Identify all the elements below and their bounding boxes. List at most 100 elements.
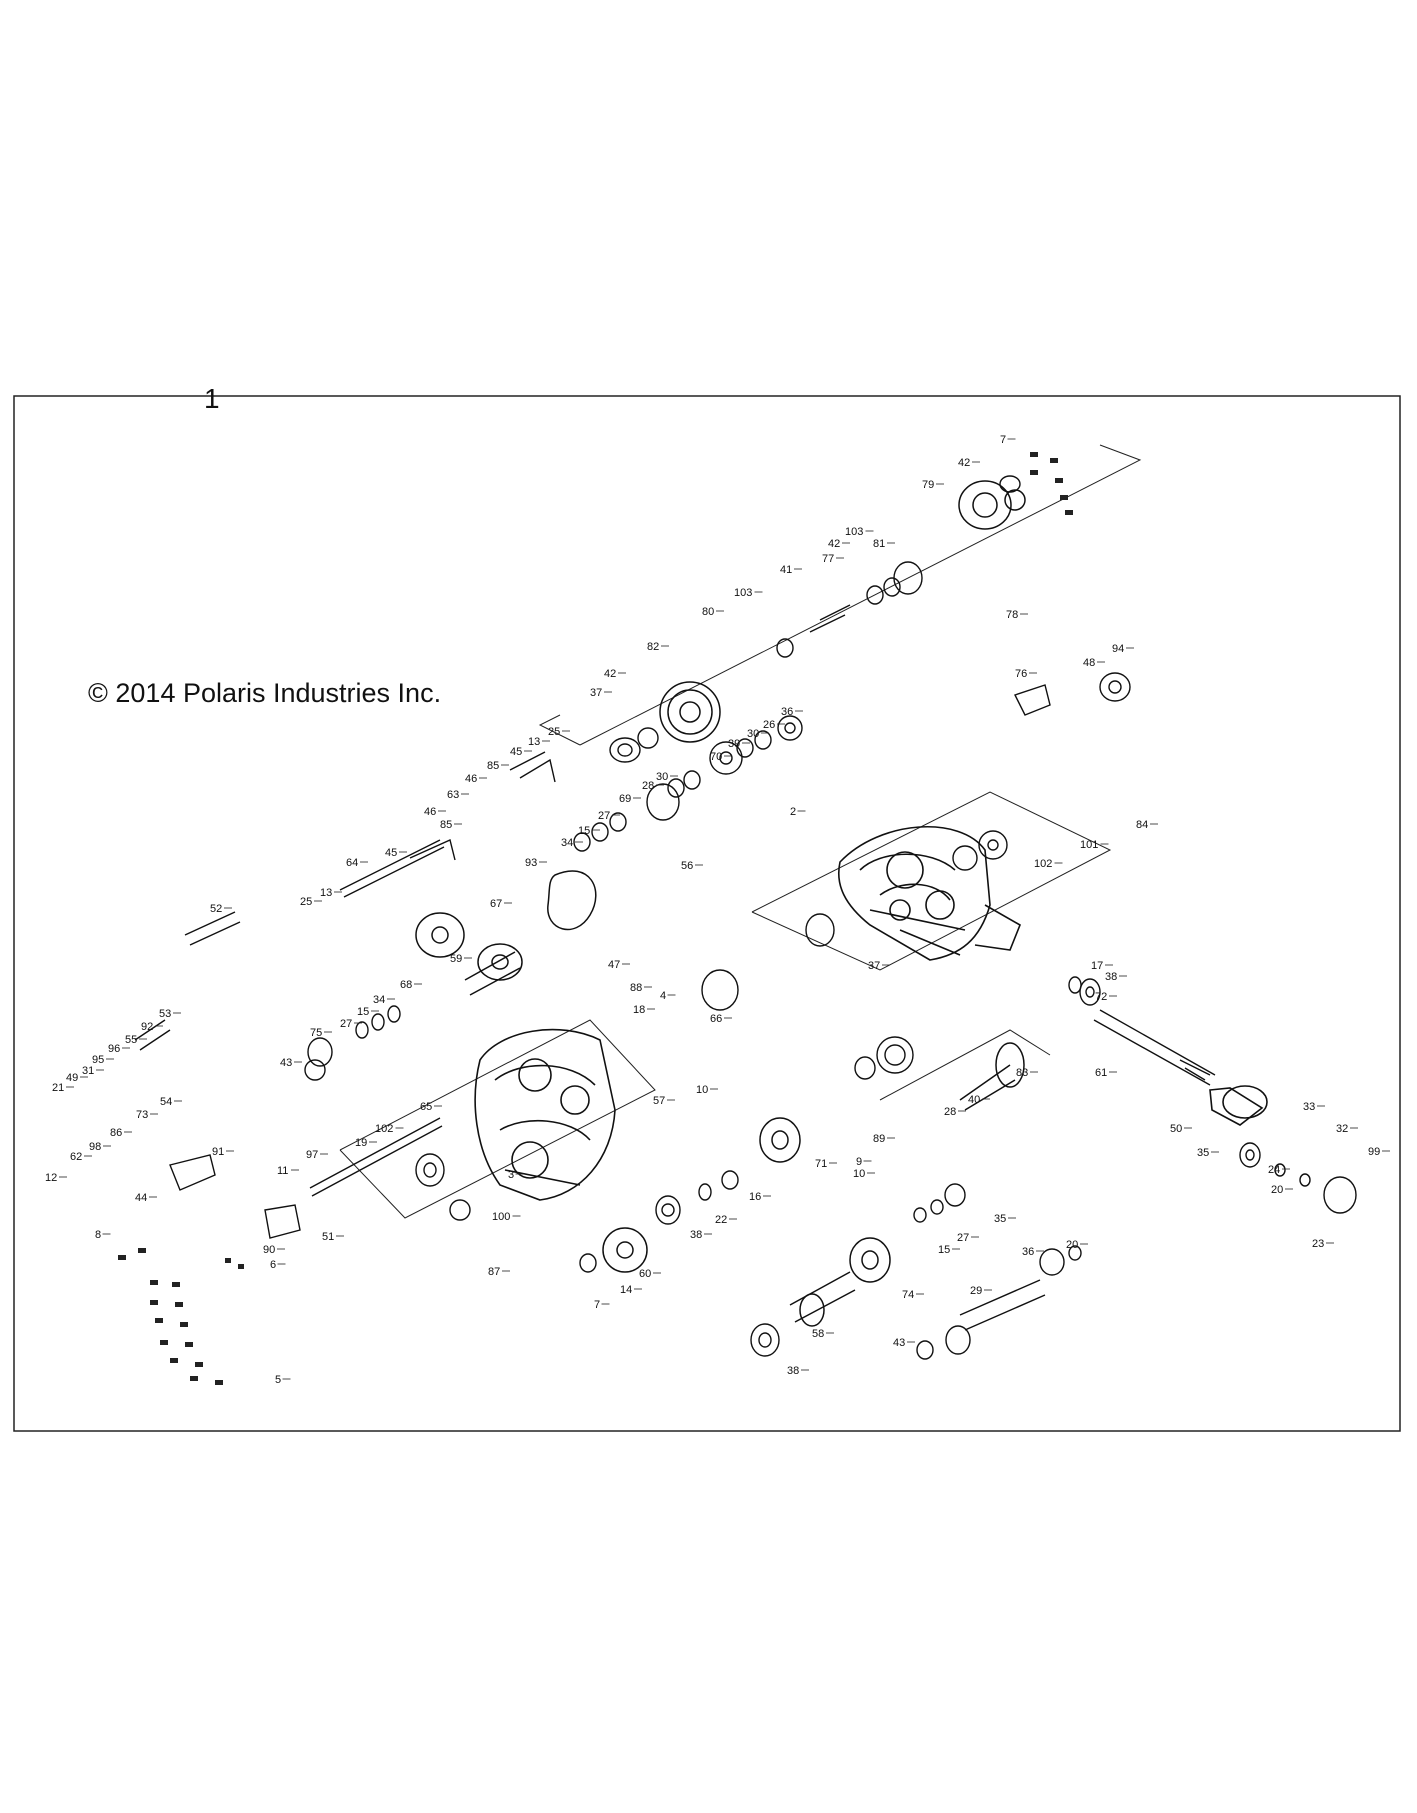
callout-12: 12	[45, 1172, 57, 1184]
callout-40: 40	[968, 1094, 980, 1106]
callout-102: 102	[1034, 858, 1052, 870]
callout-15: 15	[938, 1244, 950, 1256]
gear-82	[659, 681, 721, 743]
callout-57: 57	[653, 1095, 665, 1107]
callout-42: 42	[604, 668, 616, 680]
callout-49: 49	[66, 1072, 78, 1084]
callout-88: 88	[630, 982, 642, 994]
callout-102: 102	[375, 1123, 393, 1135]
callout-73: 73	[136, 1109, 148, 1121]
callout-42: 42	[958, 457, 970, 469]
callout-19: 19	[355, 1137, 367, 1149]
callout-81: 81	[873, 538, 885, 550]
callout-15: 15	[578, 825, 590, 837]
callout-101: 101	[1080, 839, 1098, 851]
drive-hub-50	[1209, 1085, 1268, 1126]
callout-76: 76	[1015, 668, 1027, 680]
chain-belt-93	[547, 870, 597, 931]
callout-44: 44	[135, 1192, 147, 1204]
callout-68: 68	[400, 979, 412, 991]
box-78-left	[538, 714, 581, 746]
box-87	[339, 1019, 656, 1219]
callout-6: 6	[270, 1259, 276, 1271]
callout-60: 60	[639, 1268, 651, 1280]
callout-35: 35	[1197, 1147, 1209, 1159]
callout-51: 51	[322, 1231, 334, 1243]
diff-housing-79	[958, 480, 1026, 530]
callout-25: 25	[548, 726, 560, 738]
subassembly-boxes	[339, 444, 1142, 1219]
callout-78: 78	[1006, 609, 1018, 621]
callout-93: 93	[525, 857, 537, 869]
callout-86: 86	[110, 1127, 122, 1139]
callout-87: 87	[488, 1266, 500, 1278]
callout-84: 84	[1136, 819, 1148, 831]
callout-43: 43	[893, 1337, 905, 1349]
callout-52: 52	[210, 903, 222, 915]
callout-30: 30	[656, 771, 668, 783]
callout-30: 30	[747, 728, 759, 740]
callout-26: 26	[763, 719, 775, 731]
callout-3: 3	[508, 1169, 514, 1181]
callout-74: 74	[902, 1289, 914, 1301]
callout-14: 14	[620, 1284, 632, 1296]
box-84	[751, 791, 1112, 971]
copyright-text: © 2014 Polaris Industries Inc.	[88, 678, 442, 708]
callout-91: 91	[212, 1146, 224, 1158]
callout-62: 62	[70, 1151, 82, 1163]
callout-21: 21	[52, 1082, 64, 1094]
callout-80: 80	[702, 606, 714, 618]
callout-100: 100	[492, 1211, 510, 1223]
callout-37: 37	[590, 687, 602, 699]
callout-38: 38	[690, 1229, 702, 1241]
callout-77: 77	[822, 553, 834, 565]
diagram-border	[13, 395, 1401, 1432]
callout-67: 67	[490, 898, 502, 910]
callout-54: 54	[160, 1096, 172, 1108]
callout-17: 17	[1091, 960, 1103, 972]
callout-59: 59	[450, 953, 462, 965]
callout-31: 31	[82, 1065, 94, 1077]
callout-85: 85	[440, 819, 452, 831]
callout-85: 85	[487, 760, 499, 772]
assembly-number: 1	[204, 383, 220, 414]
callout-24: 24	[1268, 1164, 1280, 1176]
callout-103: 103	[845, 526, 863, 538]
callout-38: 38	[1105, 971, 1117, 983]
bolts-group	[118, 452, 1073, 1385]
callout-34: 34	[373, 994, 385, 1006]
callout-45: 45	[385, 847, 397, 859]
output-shaft-61	[1093, 1009, 1216, 1086]
callout-7: 7	[1000, 434, 1006, 446]
callout-16: 16	[749, 1191, 761, 1203]
callout-55: 55	[125, 1034, 137, 1046]
callout-18: 18	[633, 1004, 645, 1016]
callout-69: 69	[619, 793, 631, 805]
callout-8: 8	[95, 1229, 101, 1241]
callout-20: 20	[1066, 1239, 1078, 1251]
callout-70: 70	[710, 751, 722, 763]
callout-36: 36	[781, 706, 793, 718]
callout-32: 32	[1336, 1123, 1348, 1135]
callout-38: 38	[787, 1365, 799, 1377]
callout-96: 96	[108, 1043, 120, 1055]
callout-35: 35	[994, 1213, 1006, 1225]
callout-98: 98	[89, 1141, 101, 1153]
callout-33: 33	[1303, 1101, 1315, 1113]
callout-65: 65	[420, 1101, 432, 1113]
callout-79: 79	[922, 479, 934, 491]
callout-48: 48	[1083, 657, 1095, 669]
callout-63: 63	[447, 789, 459, 801]
callout-46: 46	[465, 773, 477, 785]
callout-27: 27	[957, 1232, 969, 1244]
callout-75: 75	[310, 1027, 322, 1039]
callout-66: 66	[710, 1013, 722, 1025]
callout-29: 29	[970, 1285, 982, 1297]
callout-99: 99	[1368, 1146, 1380, 1158]
bearings-and-rings	[304, 475, 1357, 1360]
callout-37: 37	[868, 960, 880, 972]
callout-90: 90	[263, 1244, 275, 1256]
callout-61: 61	[1095, 1067, 1107, 1079]
callout-10: 10	[853, 1168, 865, 1180]
